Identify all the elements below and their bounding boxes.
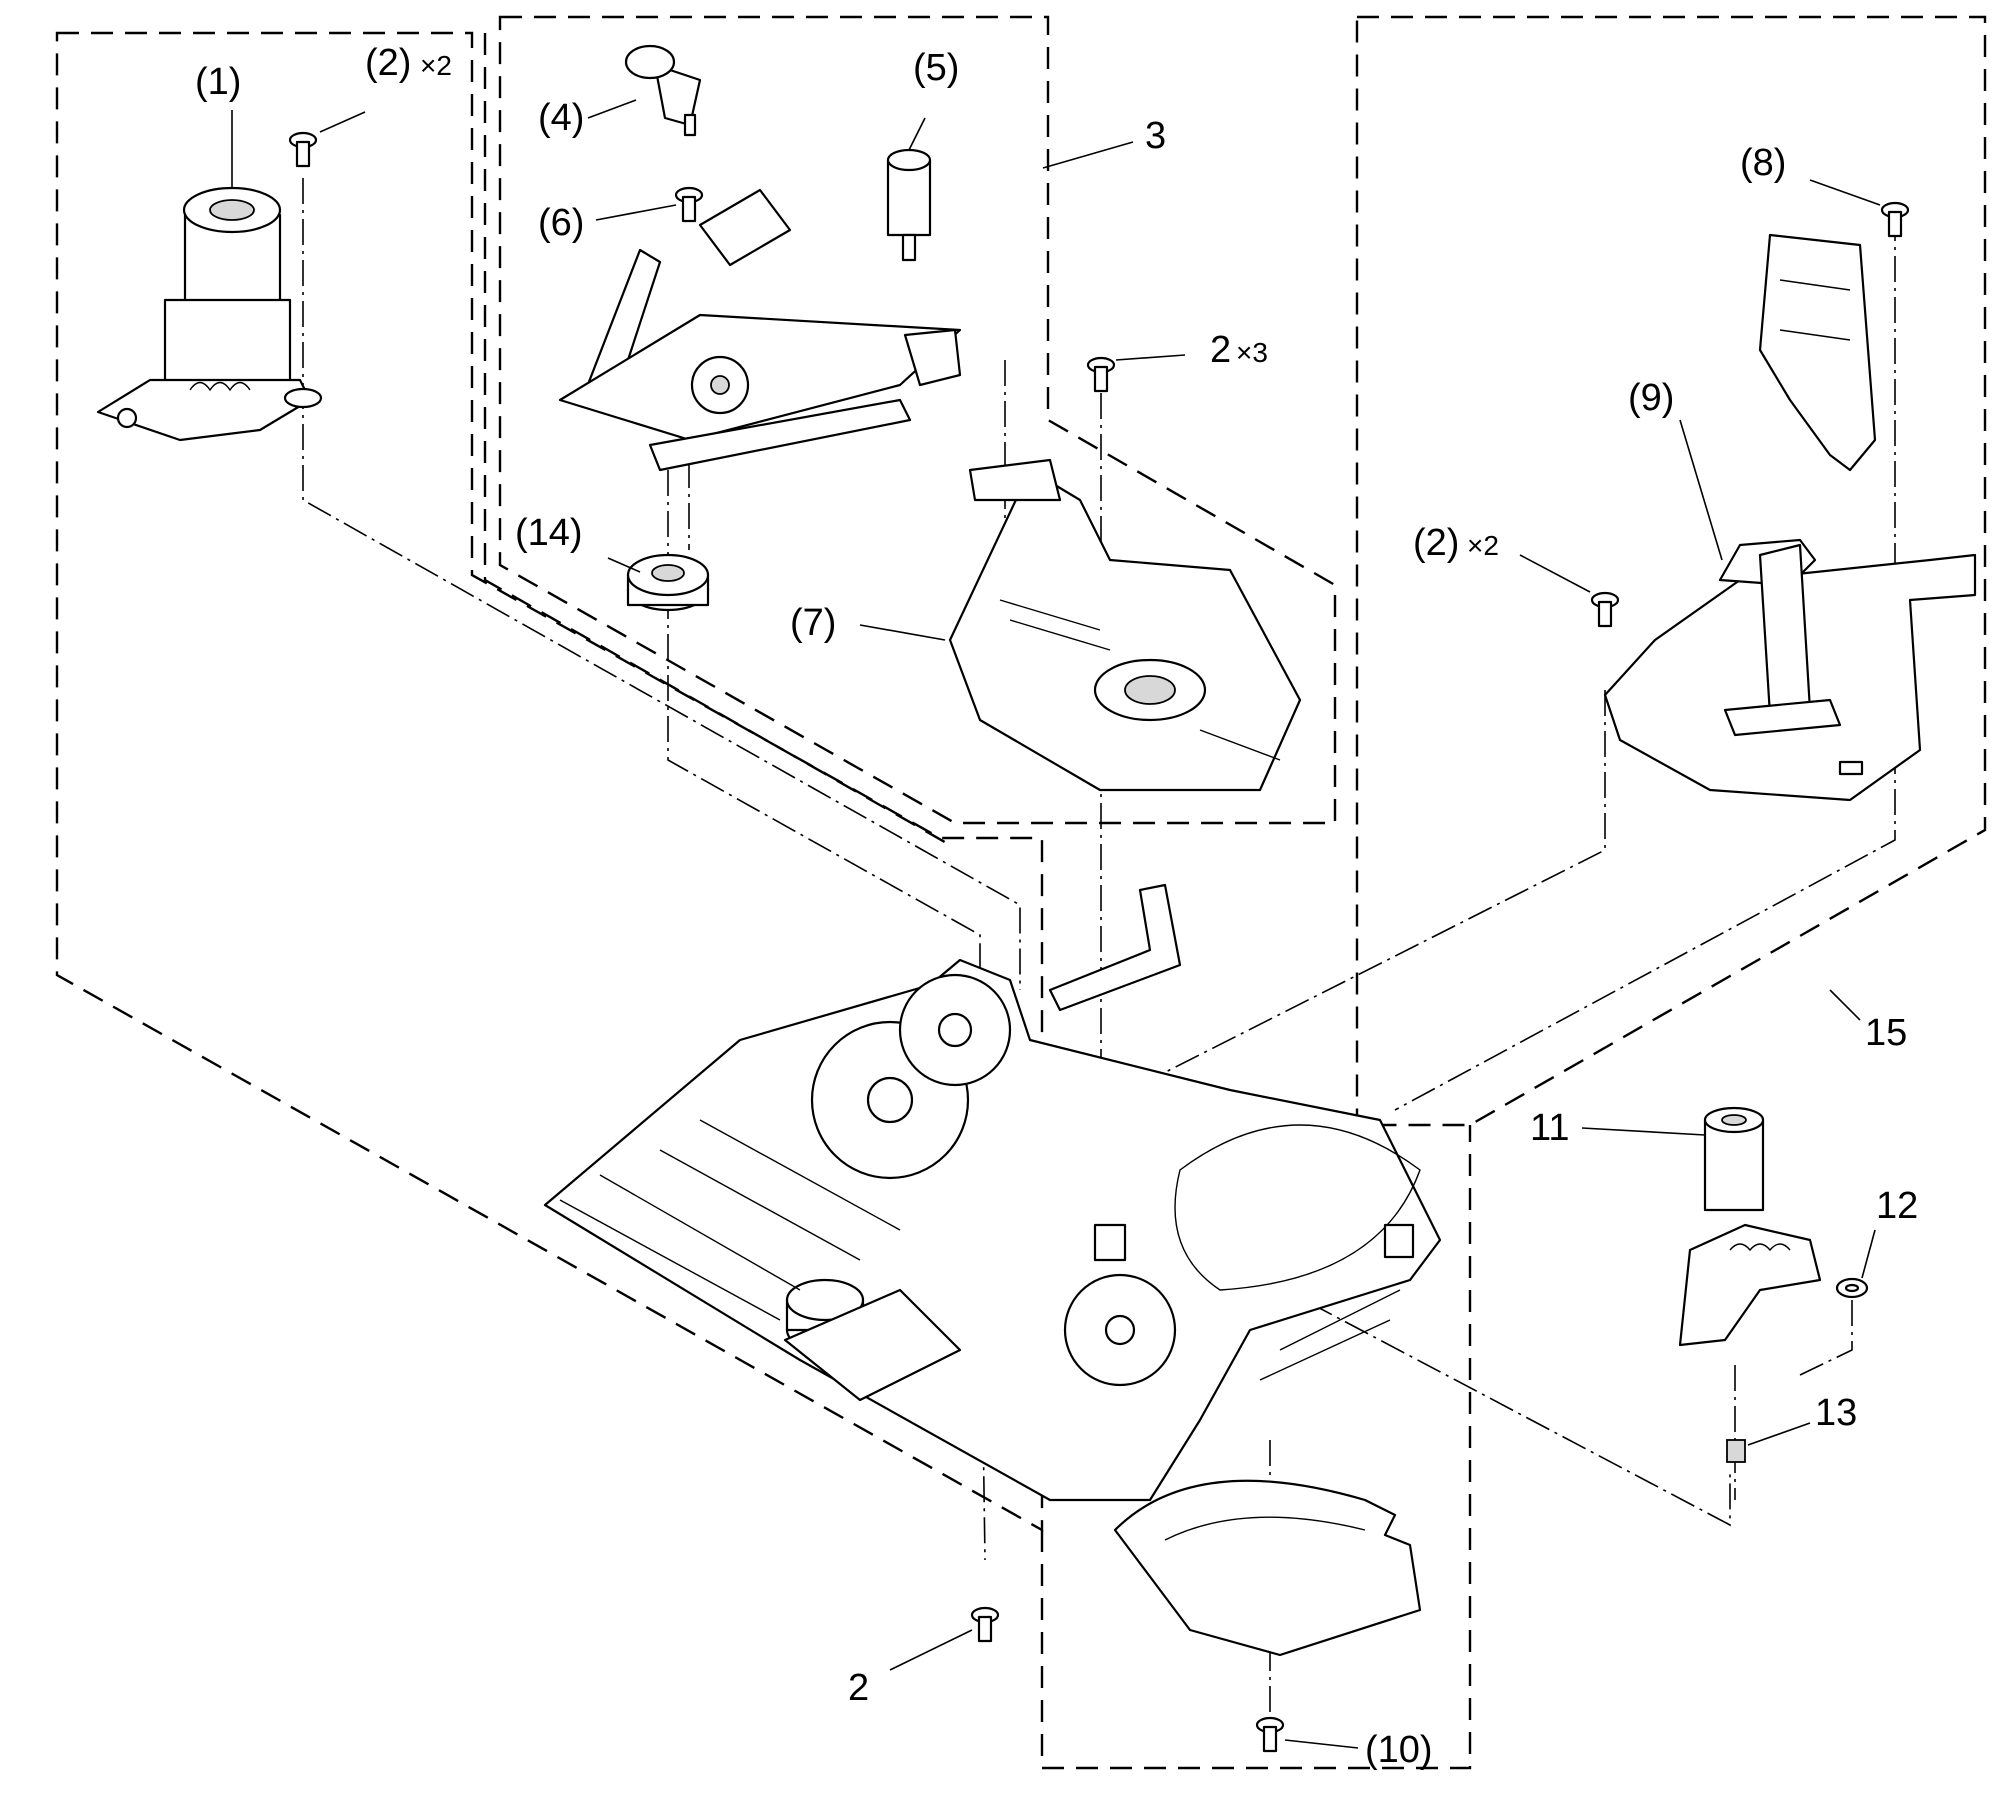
label-part-11: 11 xyxy=(1530,1107,1569,1149)
label-part-2x3-qty: ×3 xyxy=(1236,337,1268,368)
leader-lines xyxy=(231,99,1881,1749)
label-part-2x3: 2 xyxy=(1210,329,1231,371)
roller-part-5 xyxy=(886,148,932,262)
label-part-13: 13 xyxy=(1815,1392,1857,1434)
group-boundaries xyxy=(55,15,1987,1770)
roller-part-4 xyxy=(624,44,702,137)
label-part-4: (4) xyxy=(538,97,584,139)
plate-part-9 xyxy=(1603,538,1977,802)
part-labels: (1) (2) ×2 (4) (5) (6) 3 2 ×3 (8) (9) (2… xyxy=(195,42,1918,1771)
arm-part-11 xyxy=(1678,1106,1822,1347)
washer-part-12 xyxy=(1835,1277,1869,1299)
screw-2-left-top xyxy=(288,131,318,168)
label-part-6: (6) xyxy=(538,202,584,244)
screw-2-bottom xyxy=(970,1606,1000,1643)
label-part-5: (5) xyxy=(913,47,959,89)
screw-10 xyxy=(1255,1716,1285,1753)
boundary-group-3 xyxy=(498,15,1337,825)
bracket-part-8 xyxy=(1758,233,1877,472)
label-part-2-bottom: 2 xyxy=(848,1667,869,1709)
main-chassis xyxy=(543,883,1442,1502)
label-group-15: 15 xyxy=(1865,1012,1907,1054)
gear-part-14 xyxy=(626,553,710,612)
label-part-10: (10) xyxy=(1365,1729,1433,1771)
label-part-1: (1) xyxy=(195,61,241,103)
label-part-2-left-qty: ×2 xyxy=(420,50,452,81)
spring-part-13 xyxy=(1726,1439,1746,1463)
lever-assembly xyxy=(558,188,962,472)
screw-8 xyxy=(1880,201,1910,238)
screw-2-right xyxy=(1590,591,1620,628)
boundary-left-group xyxy=(55,31,1044,1533)
boundary-group-sub-bottom xyxy=(1040,1125,1472,1770)
bracket-part-7 xyxy=(948,458,1302,792)
label-part-2-right: (2) xyxy=(1413,522,1459,564)
label-part-14: (14) xyxy=(515,512,583,554)
screw-6 xyxy=(674,186,704,223)
plate-part-10 xyxy=(1113,1479,1422,1657)
label-part-12: 12 xyxy=(1876,1185,1918,1227)
motor-part-1 xyxy=(96,186,323,442)
label-part-2-left: (2) xyxy=(365,42,411,84)
label-part-8: (8) xyxy=(1740,142,1786,184)
screw-2x3 xyxy=(1086,356,1116,393)
label-part-2-right-qty: ×2 xyxy=(1467,530,1499,561)
label-group-3: 3 xyxy=(1145,115,1166,157)
screws xyxy=(288,131,1910,1753)
label-part-9: (9) xyxy=(1628,377,1674,419)
boundary-group-3-inner xyxy=(483,33,951,847)
label-part-7: (7) xyxy=(790,602,836,644)
boundary-group-15 xyxy=(1355,15,1987,1127)
